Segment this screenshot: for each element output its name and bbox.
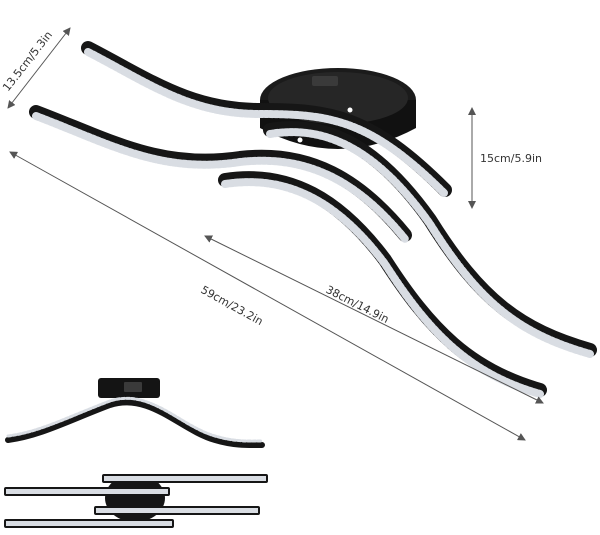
dimension-depth: 13.5cm/5.3in	[0, 27, 71, 109]
top-view	[4, 474, 268, 528]
top-view-bar-1	[102, 474, 268, 483]
ceiling-light-perspective	[29, 41, 597, 398]
top-view-bar-3	[94, 506, 260, 515]
depth-label: 13.5cm/5.3in	[0, 29, 55, 94]
height-label: 15cm/5.9in	[480, 152, 542, 165]
dimension-height: 15cm/5.9in	[468, 107, 542, 209]
top-view-bar-2	[4, 487, 170, 496]
top-view-bar-4	[4, 519, 174, 528]
width-total-label: 59cm/23.2in	[199, 283, 266, 328]
side-view	[5, 378, 265, 449]
light-arm-1	[81, 41, 452, 198]
width-inner-label: 38cm/14.9in	[324, 283, 391, 326]
